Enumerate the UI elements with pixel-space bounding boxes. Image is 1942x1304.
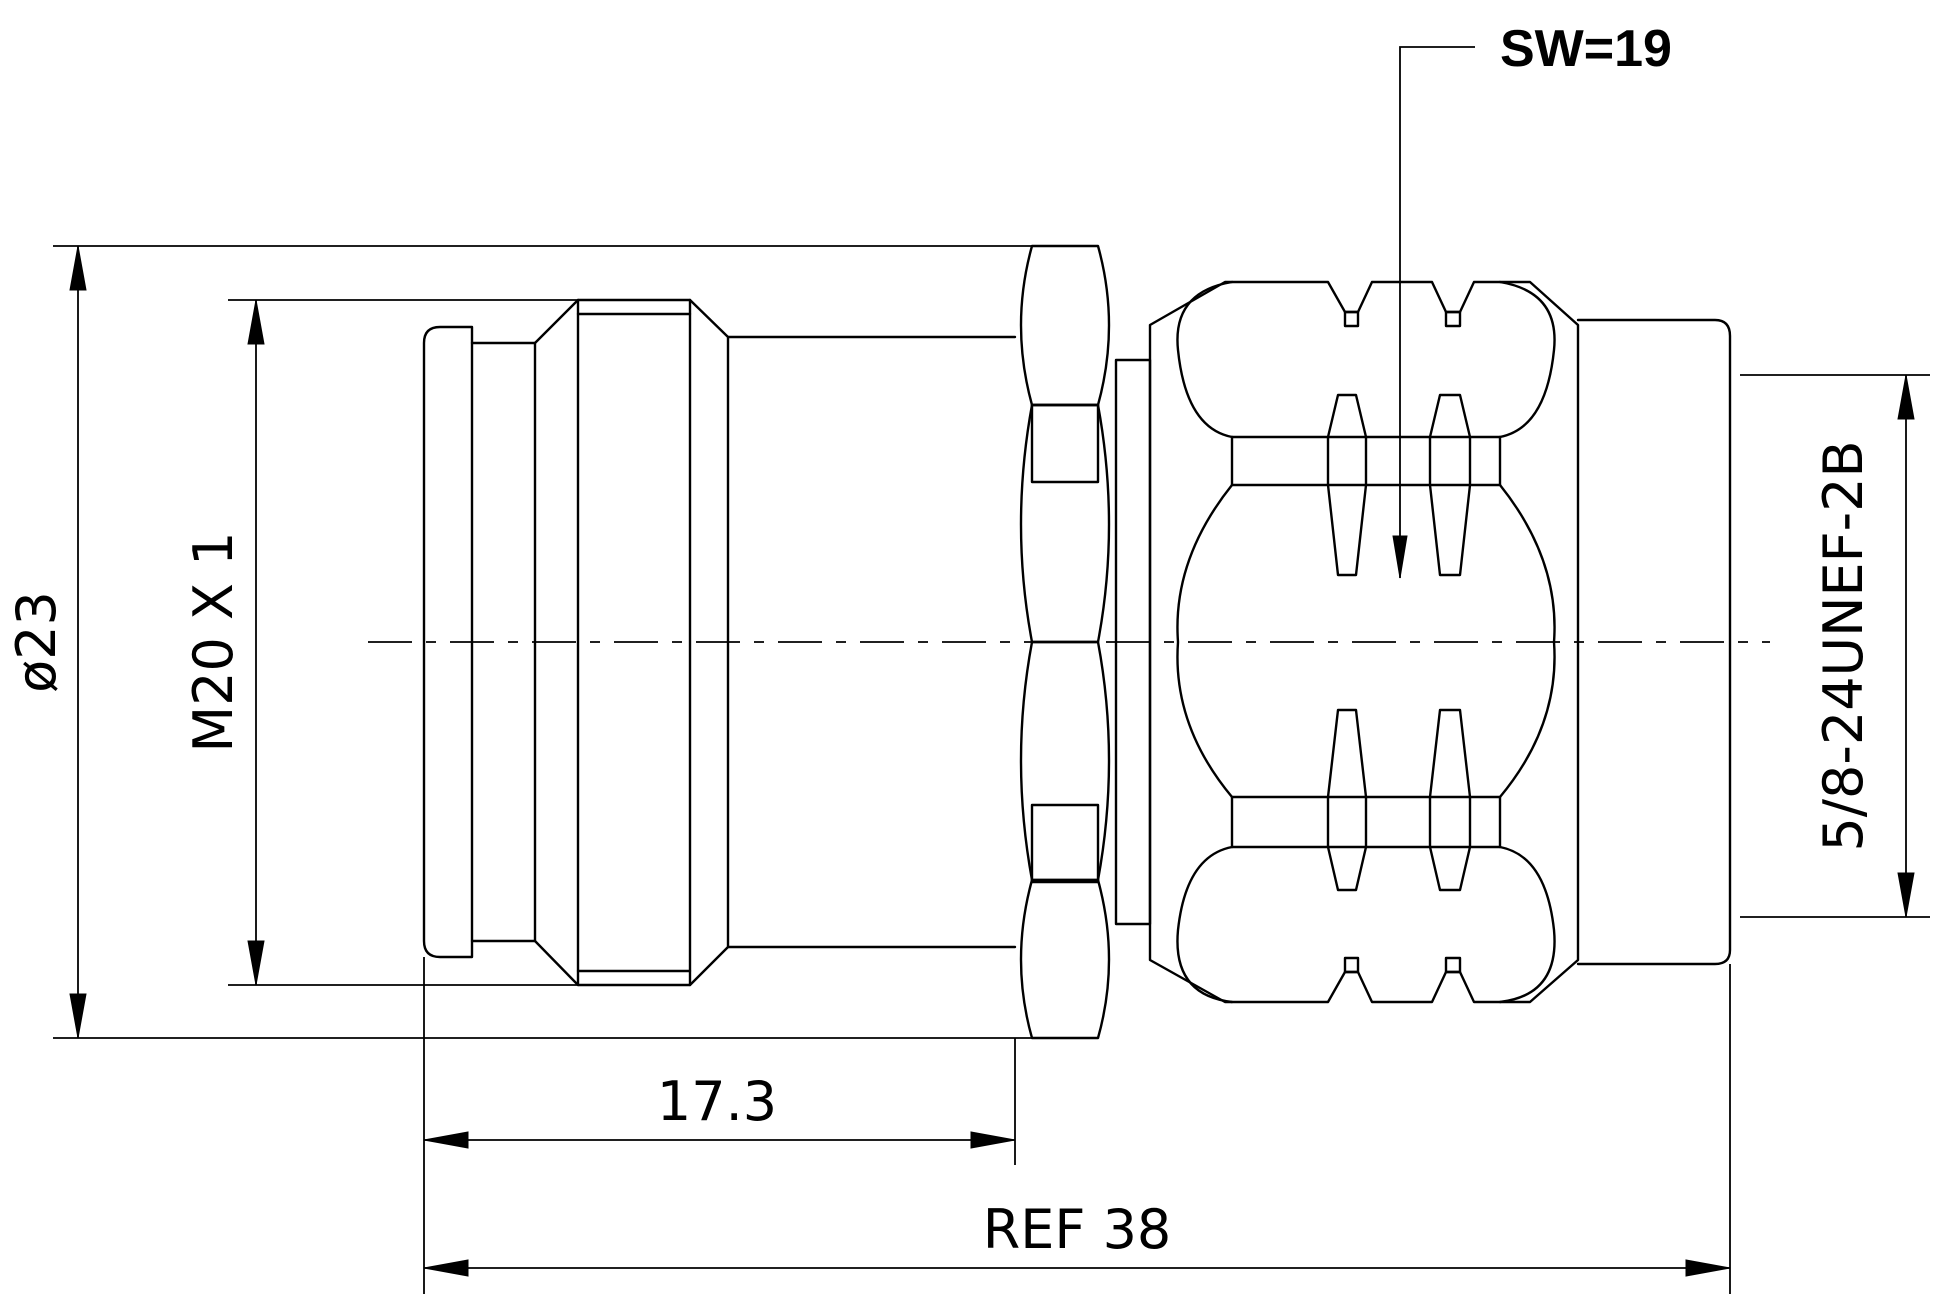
rear-sleeve bbox=[1576, 318, 1732, 966]
dim-length-total-label: REF 38 bbox=[983, 1198, 1172, 1261]
dim-length-body bbox=[423, 957, 1016, 1294]
coupling-nut bbox=[1148, 280, 1580, 1004]
dim-thread-left bbox=[228, 299, 578, 986]
dim-length-total bbox=[423, 964, 1731, 1294]
wrench-callout-label: SW=19 bbox=[1500, 20, 1672, 78]
dim-length-body-label: 17.3 bbox=[657, 1070, 777, 1133]
dim-diameter-label: ø23 bbox=[5, 591, 68, 693]
left-body bbox=[422, 298, 1017, 987]
dim-thread-left-label: M20 X 1 bbox=[182, 532, 245, 753]
front-lip bbox=[422, 325, 474, 959]
dim-thread-right-label: 5/8-24UNEF-2B bbox=[1812, 440, 1875, 851]
hex-nut bbox=[1019, 244, 1111, 1040]
dim-thread-right bbox=[1740, 374, 1930, 918]
dim-diameter bbox=[53, 245, 1032, 1039]
chamfered-ring bbox=[533, 298, 730, 987]
wrench-callout bbox=[1392, 46, 1475, 579]
